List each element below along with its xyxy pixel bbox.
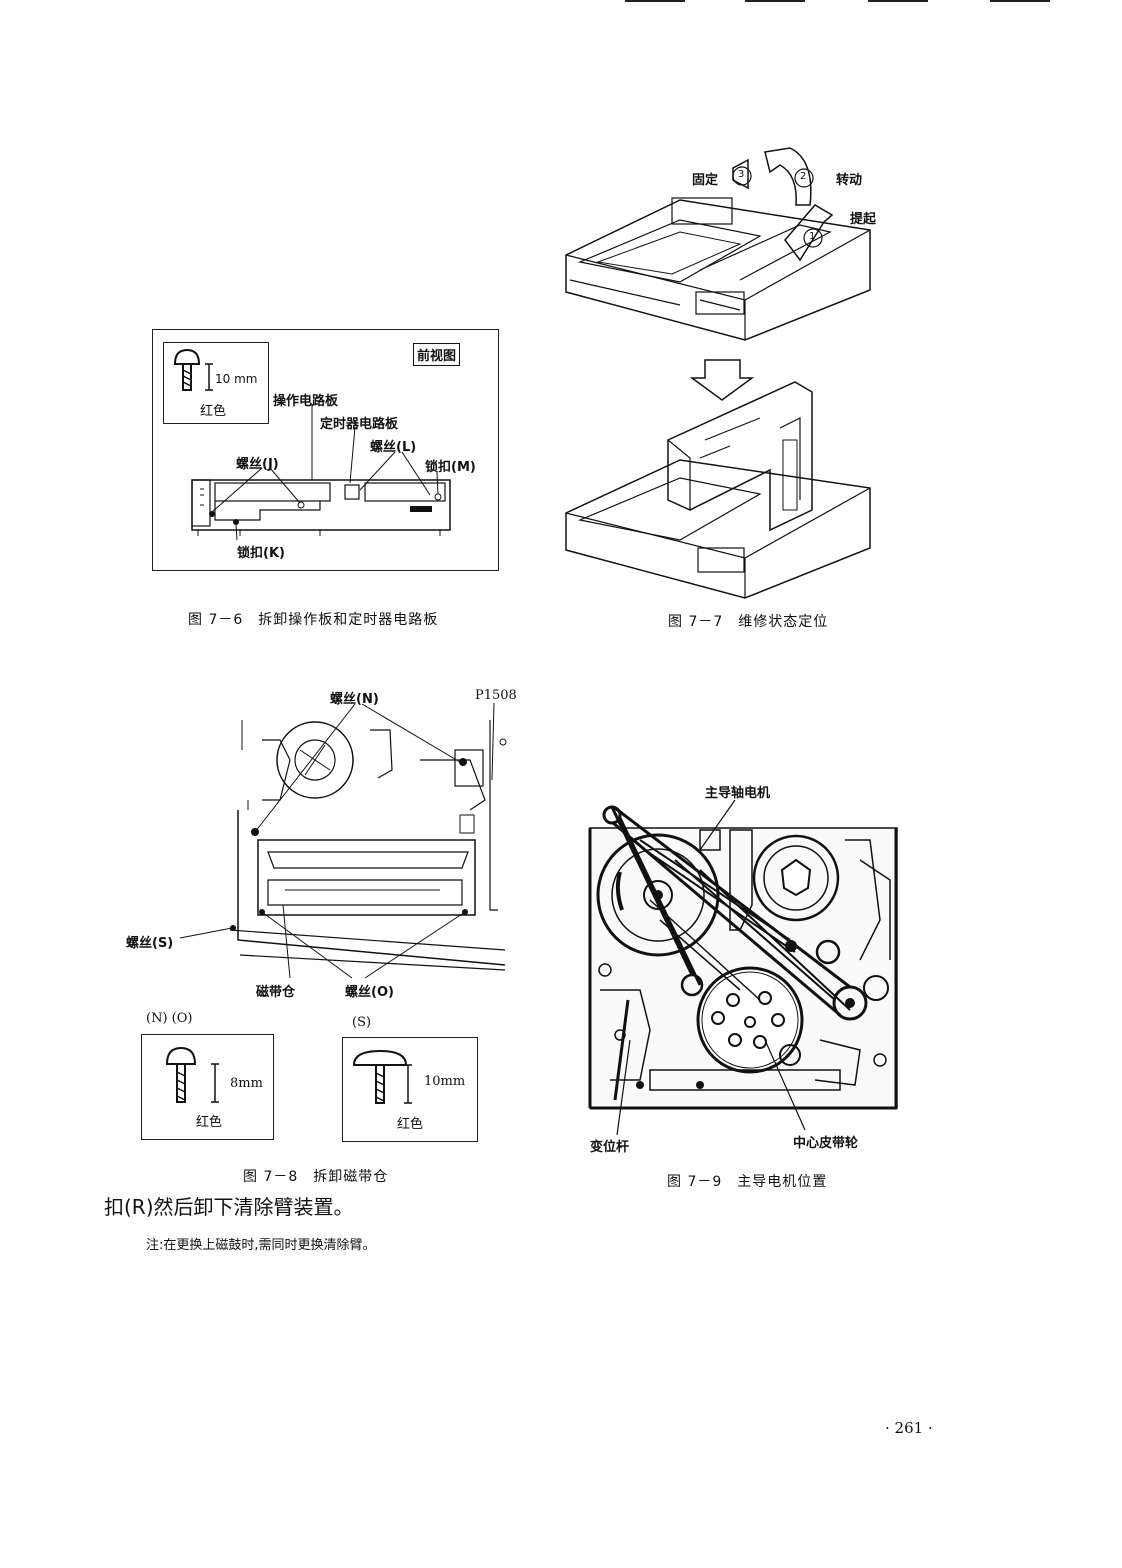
note-text: 注:在更换上磁鼓时,需同时更换清除臂。 — [146, 1238, 376, 1253]
screw-inset — [163, 342, 269, 424]
motor-label: 主导轴电机 — [705, 786, 771, 801]
size-8: 8mm — [230, 1076, 263, 1091]
rotate-label: 转动 — [836, 173, 863, 188]
timer-board-label: 定时器电路板 — [320, 417, 399, 432]
screw-n-label: 螺丝(N) — [330, 692, 379, 707]
screw-j-label: 螺丝(J) — [236, 457, 279, 472]
screw-color: 红色 — [200, 404, 227, 419]
screw-icon — [352, 1049, 412, 1104]
latch-m-label: 锁扣(M) — [425, 460, 476, 475]
lift-label: 提起 — [850, 212, 877, 227]
size-10: 10mm — [424, 1074, 466, 1089]
top-rule — [745, 0, 805, 2]
belt-wheel-label: 中心皮带轮 — [793, 1136, 859, 1151]
page-number: · 261 · — [885, 1419, 933, 1437]
screw-no-inset — [141, 1034, 274, 1140]
screw-l-label: 螺丝(L) — [370, 440, 417, 455]
body-paragraph: 扣(R)然后卸下清除臂装置。 — [104, 1195, 354, 1219]
step-3: 3 — [738, 169, 745, 180]
p1508-label: P1508 — [475, 688, 517, 703]
step-1: 1 — [809, 231, 816, 242]
figure-caption: 图 7－9 主导电机位置 — [667, 1174, 828, 1190]
step-2: 2 — [800, 171, 807, 182]
top-rule — [868, 0, 928, 2]
fix-label: 固定 — [692, 173, 719, 188]
top-rule — [625, 0, 685, 2]
top-rule — [990, 0, 1050, 2]
cassette-label: 磁带仓 — [256, 985, 296, 1000]
screw-icon — [165, 1046, 219, 1103]
shift-lever-label: 变位杆 — [590, 1140, 630, 1155]
screw-icon — [173, 348, 213, 391]
latch-k-label: 锁扣(K) — [237, 546, 285, 561]
figure-caption: 图 7－8 拆卸磁带仓 — [243, 1169, 389, 1185]
no-header: (N) (O) — [146, 1011, 193, 1026]
screw-s-label: 螺丝(S) — [126, 936, 174, 951]
s-header: (S) — [352, 1015, 372, 1030]
figure-frame — [152, 329, 499, 571]
screw-o-label: 螺丝(O) — [345, 985, 394, 1000]
screw-s-inset — [342, 1037, 478, 1142]
figure-caption: 图 7－6 拆卸操作板和定时器电路板 — [188, 612, 439, 628]
screw-size: 10 mm — [215, 372, 258, 386]
figure-caption: 图 7－7 维修状态定位 — [668, 614, 829, 630]
operation-board-label: 操作电路板 — [273, 394, 339, 409]
front-view-label: 前视图 — [413, 343, 461, 366]
screw-color: 红色 — [397, 1117, 424, 1132]
screw-color: 红色 — [196, 1115, 223, 1130]
